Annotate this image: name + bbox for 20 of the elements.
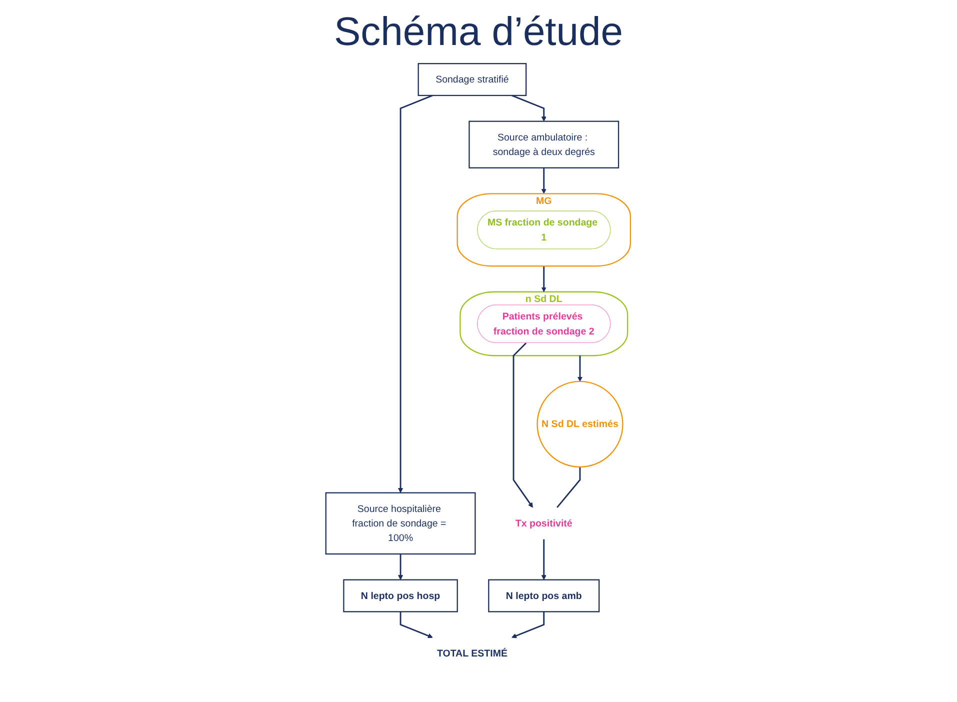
node-circle: N Sd DL estimés [537,380,624,468]
arrow [512,612,545,638]
arrow [512,94,547,122]
arrow [542,539,547,580]
node-box: Source hospitalière fraction de sondage = 100% [326,492,476,555]
node-box: Source ambulatoire : sondage à deux degrés [468,120,620,168]
diagram-title: Schéma d’étude [332,10,624,55]
arrow [578,356,583,382]
node-box: N lepto pos amb [488,579,600,612]
node-text: Tx positivité [516,518,573,529]
node-box: Sondage stratifié [418,63,527,96]
node-text: TOTAL ESTIMÉ [437,648,508,659]
connector [556,466,582,508]
arrow [400,612,434,638]
arrow [398,554,404,580]
arrow [513,342,534,508]
arrow [398,94,434,494]
arrow [542,266,547,292]
node-box: N lepto pos hosp [343,579,458,612]
arrow [542,168,547,194]
